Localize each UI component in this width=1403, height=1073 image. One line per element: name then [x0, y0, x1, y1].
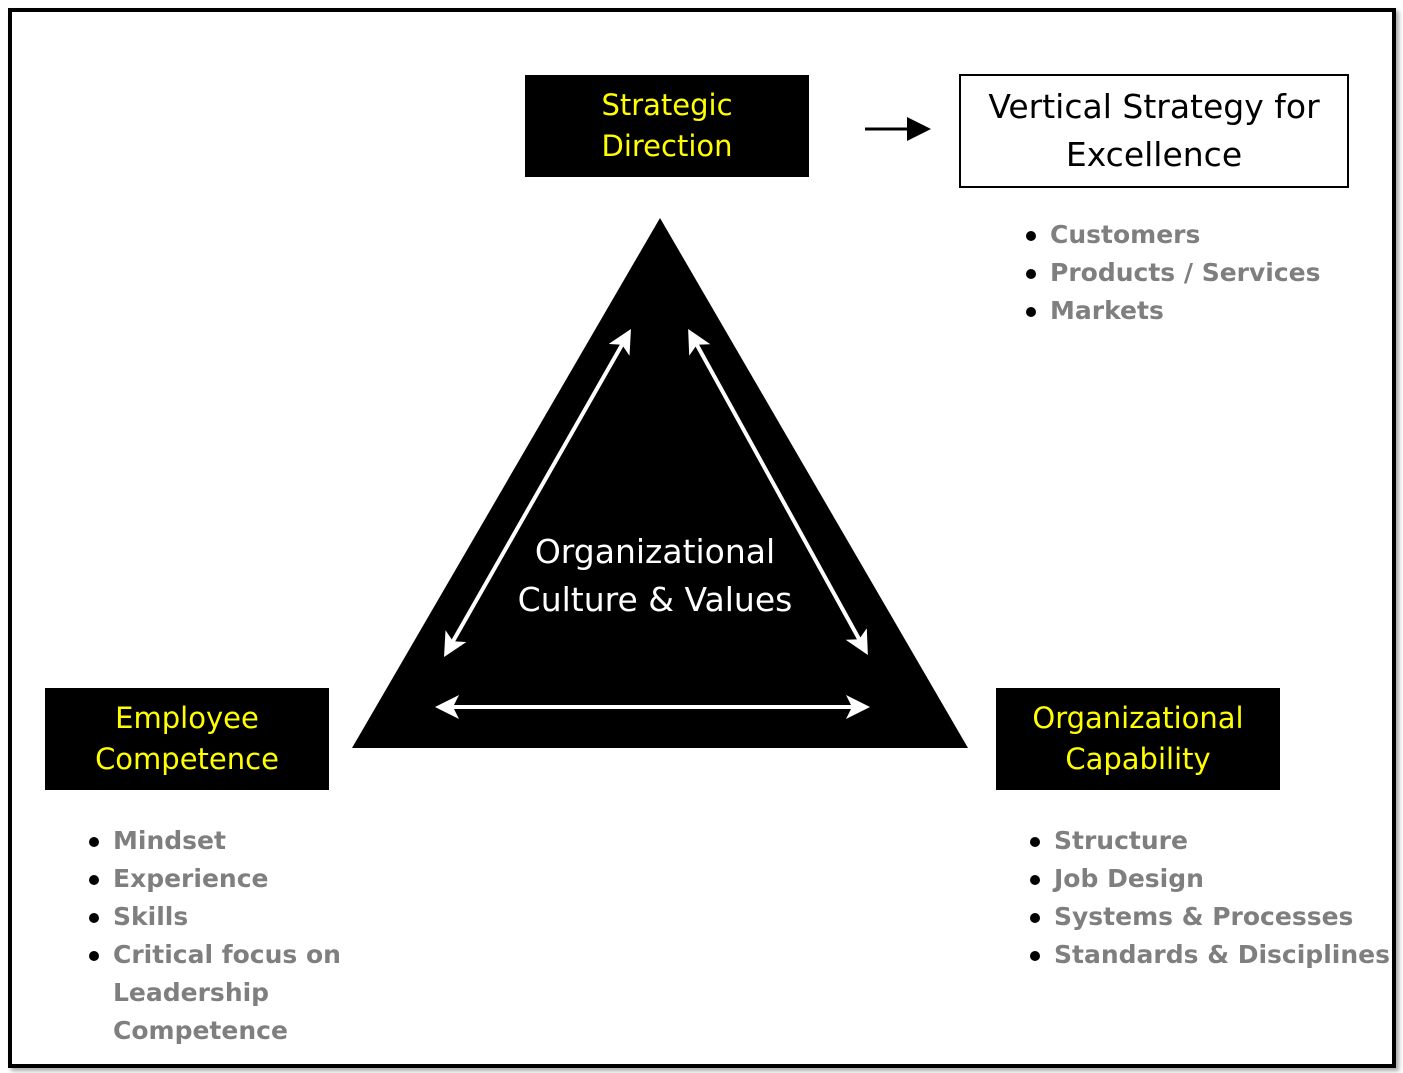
list-item: Skills [89, 898, 449, 936]
diagram-frame [8, 8, 1396, 1068]
employee-competence-label: Employee Competence [95, 701, 279, 776]
employee-competence-box: Employee Competence [45, 688, 329, 790]
vertical-strategy-list: Customers Products / Services Markets [1026, 216, 1321, 330]
organizational-capability-box: Organizational Capability [996, 688, 1280, 790]
list-item: Mindset [89, 822, 449, 860]
strategic-direction-box: Strategic Direction [525, 75, 809, 177]
employee-competence-list: Mindset Experience Skills Critical focus… [89, 822, 449, 1050]
list-item: Markets [1026, 292, 1321, 330]
list-item: Job Design [1030, 860, 1400, 898]
list-item: Systems & Processes [1030, 898, 1400, 936]
organizational-capability-list: Structure Job Design Systems & Processes… [1030, 822, 1400, 974]
arrow-right-edge [688, 328, 868, 656]
list-item: Customers [1026, 216, 1321, 254]
list-item: Structure [1030, 822, 1400, 860]
arrow-left-edge [444, 329, 631, 657]
list-item: Experience [89, 860, 449, 898]
list-item: Standards & Disciplines [1030, 936, 1400, 974]
organizational-capability-label: Organizational Capability [1032, 701, 1244, 776]
list-item: Products / Services [1026, 254, 1321, 292]
list-item: Critical focus on Leadership Competence [89, 936, 413, 1050]
vertical-strategy-label: Vertical Strategy for Excellence [988, 87, 1320, 174]
culture-values-label: Organizational Culture & Values [517, 532, 793, 619]
strategic-direction-label: Strategic Direction [601, 88, 733, 163]
vertical-strategy-box: Vertical Strategy for Excellence [959, 74, 1349, 188]
culture-triangle [352, 218, 968, 748]
